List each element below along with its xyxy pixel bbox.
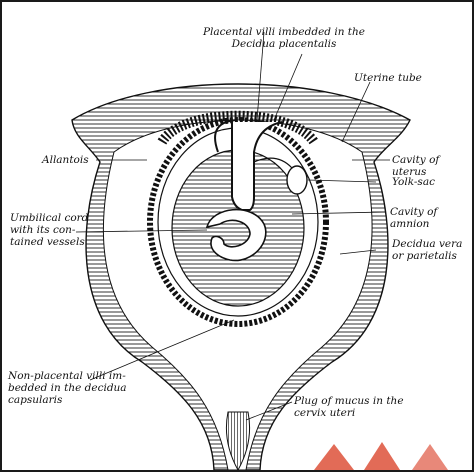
label-yolk-sac: Yolk-sac xyxy=(392,176,435,188)
label-uterine-tube: Uterine tube xyxy=(354,72,422,84)
label-placental-villi: Placental villi imbedded in the Decidua … xyxy=(194,26,374,50)
watermark-logo xyxy=(294,434,474,472)
label-allantois: Allantois xyxy=(42,154,89,166)
yolk-sac xyxy=(287,166,307,194)
label-umbilical-cord: Umbilical cord with its con- tained vess… xyxy=(10,212,88,248)
label-decidua-vera: Decidua vera or parietalis xyxy=(392,238,462,262)
label-cavity-of-amnion: Cavity of amnion xyxy=(390,206,472,230)
label-cavity-of-uterus: Cavity of uterus xyxy=(392,154,472,178)
label-plug-of-mucus: Plug of mucus in the cervix uteri xyxy=(294,395,404,419)
label-non-placental-villi: Non-placental villi im- bedded in the de… xyxy=(8,370,127,406)
